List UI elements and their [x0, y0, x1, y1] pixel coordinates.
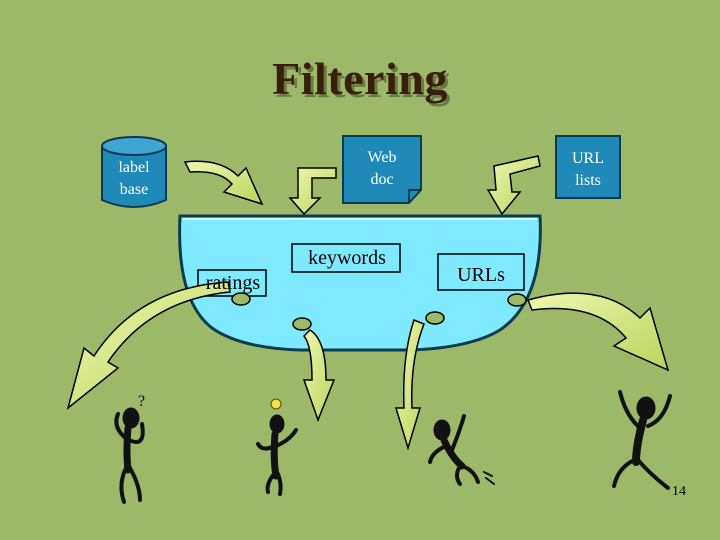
idea-figure-icon: [256, 398, 298, 496]
label-base-arrow: [183, 160, 264, 206]
cheering-figure-icon: [612, 390, 672, 490]
web-doc-arrow: [288, 167, 337, 216]
ratings-label: ratings: [205, 272, 261, 294]
keywords-label: keywords: [308, 247, 386, 269]
label-base-text: label base: [118, 159, 150, 198]
ratings-arrow: [66, 281, 231, 411]
slide-title: Filtering: [272, 53, 448, 104]
urls-label: URLs: [457, 264, 505, 286]
web-doc-page: [342, 135, 422, 204]
fallen-figure-icon: [428, 414, 495, 486]
keywords-box: [291, 243, 401, 273]
urls-box: [437, 253, 525, 291]
page-number: 14: [672, 484, 686, 499]
urls-arrow: [394, 319, 425, 451]
url-lists-arrow: [486, 155, 541, 216]
url-lists-text: URL lists: [572, 150, 604, 189]
confused-figure-icon: ?: [114, 393, 145, 504]
urls-box-arrow: [526, 292, 670, 372]
url-lists-box: [555, 135, 621, 199]
web-doc-text: Web doc: [367, 149, 397, 188]
keywords-arrow: [302, 329, 336, 423]
svg-text:?: ?: [138, 393, 145, 410]
label-base-cylinder: [101, 136, 167, 208]
